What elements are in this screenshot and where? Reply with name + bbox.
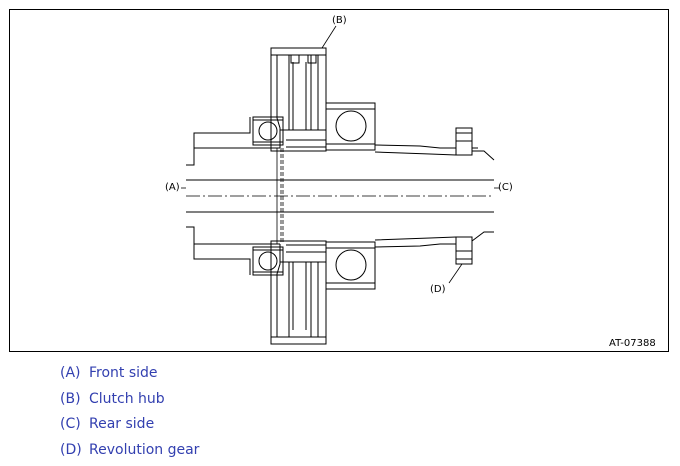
legend-code: (B): [60, 390, 81, 407]
legend-item: (C) Rear side: [60, 413, 199, 439]
figure-id: AT-07388: [609, 338, 656, 349]
large-bearing-upper: [325, 102, 376, 151]
callout-b: (B): [332, 15, 347, 26]
lower-housing: [186, 226, 494, 275]
leader-lines: [181, 25, 499, 284]
callout-a: (A): [165, 182, 180, 193]
small-bearing-upper: [252, 116, 284, 146]
clutch-hub-upper: [270, 47, 327, 152]
revolution-gear-upper: [455, 127, 473, 156]
clutch-hub-lower: [270, 240, 327, 345]
shaft: [186, 148, 494, 244]
legend-label: Rear side: [89, 416, 155, 432]
legend-label: Clutch hub: [89, 390, 165, 407]
small-bearing-lower: [252, 246, 284, 276]
legend-code: (A): [60, 365, 81, 381]
large-bearing-lower: [325, 241, 376, 290]
revolution-gear-lower: [455, 236, 473, 265]
legend: (A) Front side (B) Clutch hub (C) Rear side…: [60, 362, 199, 464]
callout-d: (D): [430, 284, 446, 295]
legend-code: (D): [60, 441, 82, 458]
legend-item: (B) Clutch hub: [60, 388, 199, 414]
legend-label: Front side: [89, 365, 158, 381]
legend-item: (A) Front side: [60, 362, 199, 388]
legend-code: (C): [60, 416, 81, 432]
legend-label: Revolution gear: [89, 441, 200, 458]
legend-item: (D) Revolution gear: [60, 439, 199, 465]
upper-housing: [186, 117, 495, 166]
clutch-hub-cross-section-drawing: [181, 25, 499, 345]
callout-c: (C): [498, 182, 513, 193]
